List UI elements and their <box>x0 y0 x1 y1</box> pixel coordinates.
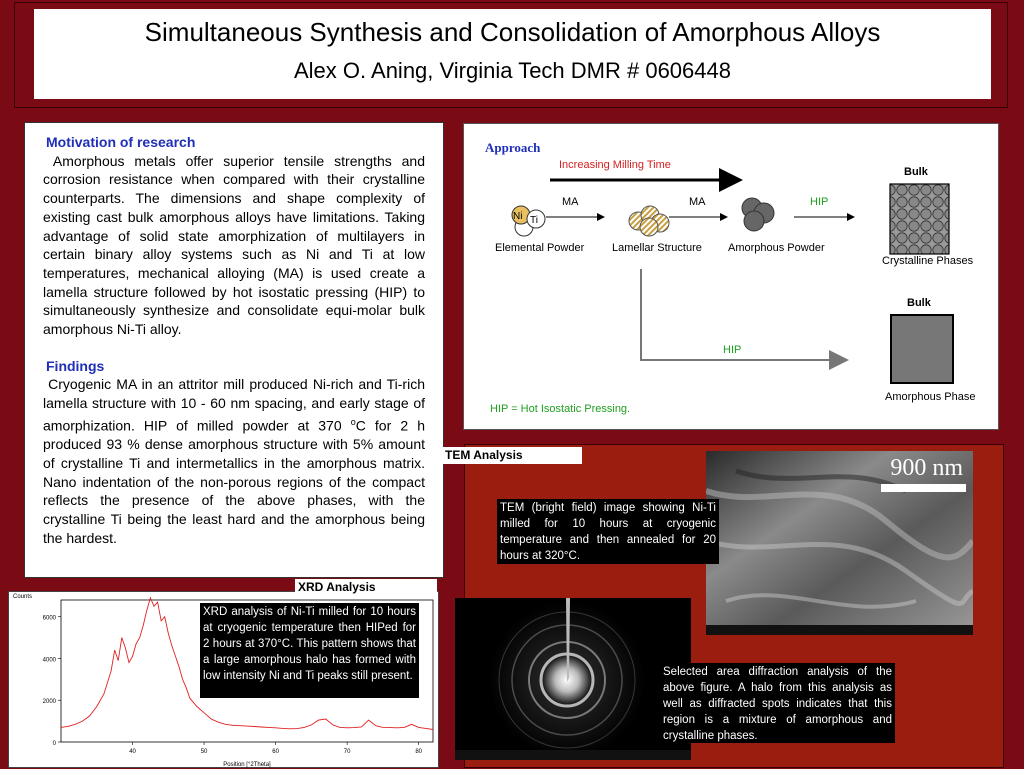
y-tick-label: 2000 <box>43 699 57 705</box>
motivation-body: Amorphous metals offer superior tensile … <box>43 152 426 338</box>
elemental-powder-icon: Ni Ti <box>511 205 546 237</box>
y-axis-label: Counts <box>13 594 32 600</box>
page-title: Simultaneous Synthesis and Consolidation… <box>144 17 881 47</box>
tem-scale-bar <box>881 484 966 492</box>
page-subtitle: Alex O. Aning, Virginia Tech DMR # 06064… <box>293 58 731 83</box>
y-tick-label: 6000 <box>43 616 57 622</box>
tem-analysis-label: TEM Analysis <box>443 447 582 464</box>
diffraction-caption: Selected area diffraction analysis of th… <box>660 663 895 743</box>
hip-label-bottom: HIP <box>723 344 741 356</box>
amorphous-powder-label: Amorphous Powder <box>728 242 825 254</box>
approach-diagram: Approach Increasing Milling Time MA MA H… <box>463 123 999 430</box>
tem-scale-label: 900 nm <box>890 455 963 481</box>
x-tick-label: 50 <box>201 749 208 755</box>
x-axis-label: Position [°2Theta] <box>223 762 271 768</box>
amorphous-bulk-icon <box>890 314 954 384</box>
amorphous-powder-icon <box>741 197 775 232</box>
amorphous-phase-label: Amorphous Phase <box>885 391 976 403</box>
motivation-text: Amorphous metals offer superior tensile … <box>43 152 425 339</box>
y-tick-label: 0 <box>53 741 57 747</box>
x-tick-label: 80 <box>415 749 422 755</box>
milling-time-label: Increasing Milling Time <box>559 159 671 171</box>
x-tick-label: 40 <box>129 749 136 755</box>
crystalline-bulk-icon <box>889 183 950 255</box>
hip-arrow-bottom <box>640 269 849 370</box>
xrd-plot-frame <box>60 599 434 743</box>
elemental-powder-label: Elemental Powder <box>495 242 585 254</box>
xrd-analysis-label: XRD Analysis <box>295 579 437 595</box>
header: Simultaneous Synthesis and Consolidation… <box>34 9 991 99</box>
y-tick-label: 4000 <box>43 657 57 663</box>
crystalline-phases-label: Crystalline Phases <box>882 255 974 267</box>
lamellar-structure-icon <box>628 205 670 237</box>
bulk-label-top: Bulk <box>904 166 929 178</box>
tem-micrograph: 900 nm <box>706 451 973 635</box>
findings-heading: Findings <box>46 357 105 374</box>
lamellar-structure-label: Lamellar Structure <box>612 242 702 254</box>
tem-caption: TEM (bright field) image showing Ni-Ti m… <box>497 499 719 564</box>
research-text-panel: Motivation of research Amorphous metals … <box>24 122 444 578</box>
motivation-heading: Motivation of research <box>46 134 196 150</box>
xrd-caption: XRD analysis of Ni-Ti milled for 10 hour… <box>200 603 419 698</box>
diffraction-pattern-image <box>455 598 691 760</box>
findings-text: Cryogenic MA in an attritor mill produce… <box>43 375 425 547</box>
findings-body-b: C for 2 h produced 93 % dense amorphous … <box>43 417 425 546</box>
x-tick-label: 70 <box>344 749 351 755</box>
approach-title: Approach <box>485 140 541 155</box>
ma-label-2: MA <box>689 196 706 208</box>
x-tick-label: 60 <box>272 749 279 755</box>
findings-body-a: Cryogenic MA in an attritor mill produce… <box>43 376 425 434</box>
ni-label: Ni <box>513 211 522 222</box>
xrd-series-line <box>60 596 434 730</box>
ma-label-1: MA <box>562 196 579 208</box>
ti-label: Ti <box>530 215 538 226</box>
hip-label-top: HIP <box>810 196 828 208</box>
bulk-label-bottom: Bulk <box>907 297 932 309</box>
hip-footnote: HIP = Hot Isostatic Pressing. <box>490 403 630 415</box>
degree-superscript: o <box>350 416 356 427</box>
